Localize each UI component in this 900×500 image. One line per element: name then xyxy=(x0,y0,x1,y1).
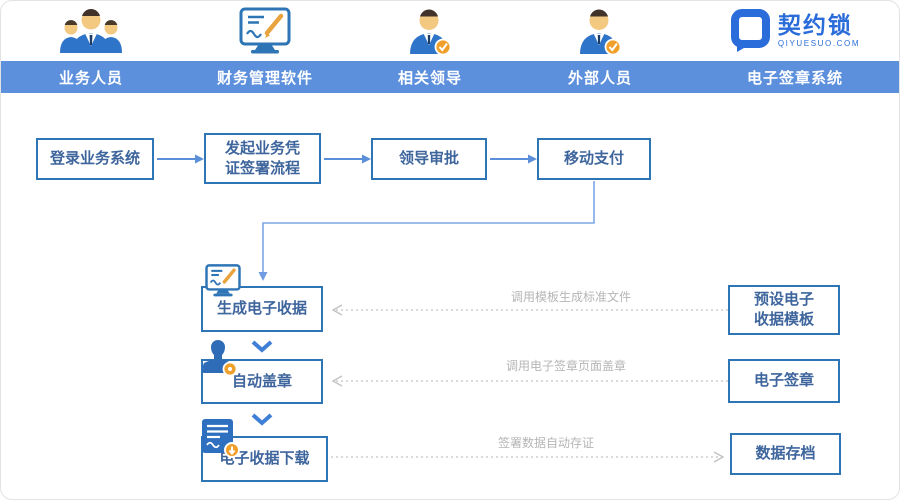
connector-note-template: 调用模板生成标准文件 xyxy=(510,290,631,304)
brand-text: 契约锁 QIYUESUO.COM xyxy=(778,14,860,48)
brand-name: 契约锁 xyxy=(777,12,853,38)
lane-finance-software xyxy=(181,1,349,61)
arrow-login-to-initiate xyxy=(157,154,204,164)
qiyuesuo-logo: 契约锁 QIYUESUO.COM xyxy=(730,9,860,53)
node-e-receipt-download: 电子收据下载 xyxy=(201,436,328,482)
node-data-archive: 数据存档 xyxy=(730,433,841,475)
team-icon xyxy=(60,9,122,53)
lane-label-business-staff: 业务人员 xyxy=(58,69,123,87)
dotted-template-to-generate xyxy=(331,304,728,316)
node-initiate-signing-flow: 发起业务凭 证签署流程 xyxy=(204,133,321,184)
connector-note-esign: 调用电子签章页面盖章 xyxy=(505,359,626,373)
arrow-generate-to-stamp xyxy=(251,340,273,353)
person-check-icon xyxy=(410,9,452,55)
monitor-icon xyxy=(239,7,291,54)
dotted-esign-to-stamp xyxy=(331,375,728,387)
lane-label-esign-system: 电子签章系统 xyxy=(746,69,843,87)
lane-leaders xyxy=(349,1,511,61)
lane-icons-row: 契约锁 QIYUESUO.COM xyxy=(1,1,899,61)
arrow-initiate-to-approve xyxy=(324,154,371,164)
node-electronic-signature: 电子签章 xyxy=(728,359,840,403)
lane-business-staff xyxy=(1,1,181,61)
lane-label-finance-software: 财务管理软件 xyxy=(216,69,313,87)
lane-label-leaders: 相关领导 xyxy=(397,69,462,87)
lane-external-staff xyxy=(511,1,689,61)
node-login-business-system: 登录业务系统 xyxy=(36,138,154,180)
node-preset-receipt-template: 预设电子 收据模板 xyxy=(728,285,840,335)
arrow-approve-to-pay xyxy=(490,154,537,164)
connector-note-archive: 签署数据自动存证 xyxy=(497,436,594,450)
monitor-icon xyxy=(205,264,241,297)
document-download-icon xyxy=(202,419,240,458)
node-mobile-payment: 移动支付 xyxy=(537,138,651,180)
arrow-stamp-to-download xyxy=(251,413,273,426)
arrow-pay-to-generate xyxy=(258,181,595,281)
dotted-download-to-archive xyxy=(331,451,725,463)
person-check-icon xyxy=(580,9,622,55)
qiyuesuo-q-icon xyxy=(730,9,770,52)
brand-domain: QIYUESUO.COM xyxy=(777,39,861,48)
stamp-icon xyxy=(202,340,238,377)
lane-band: 业务人员 财务管理软件 相关领导 外部人员 电子签章系统 xyxy=(1,61,899,93)
node-leader-approval: 领导审批 xyxy=(371,138,487,180)
lane-esign-system: 契约锁 QIYUESUO.COM xyxy=(689,1,899,61)
lane-label-external-staff: 外部人员 xyxy=(567,69,632,87)
